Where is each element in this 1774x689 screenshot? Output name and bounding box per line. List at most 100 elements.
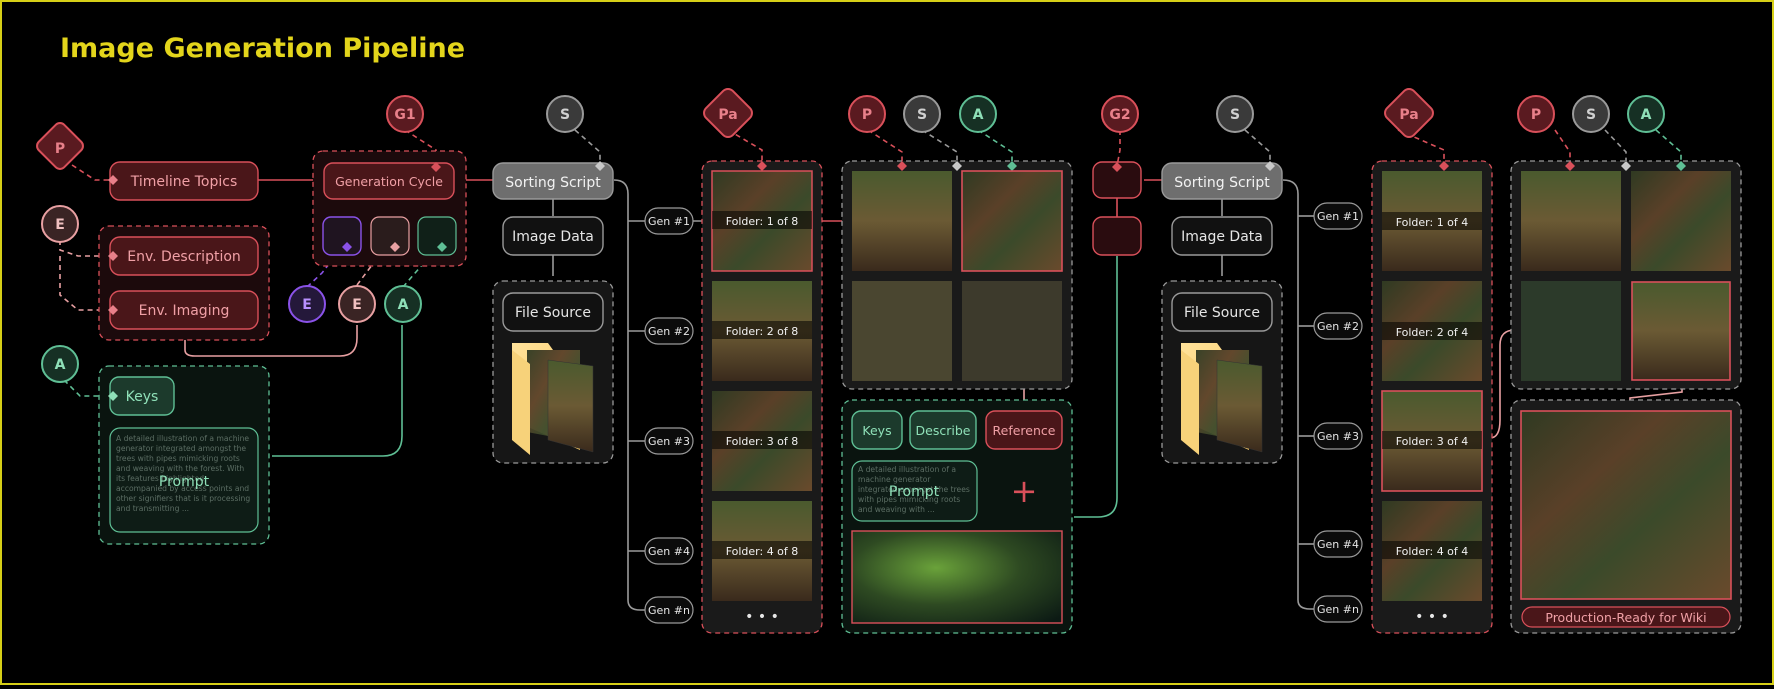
- generation-cycle-node[interactable]: Generation Cycle: [323, 162, 455, 200]
- folder-thumb-1of4[interactable]: Folder: 1 of 4: [1382, 171, 1482, 271]
- folder-thumb-4of4[interactable]: Folder: 4 of 4: [1382, 501, 1482, 601]
- env-description-node[interactable]: Env. Description: [108, 236, 259, 276]
- variant-thumb-1[interactable]: [852, 171, 952, 271]
- file-source-node-2[interactable]: File Source: [1171, 292, 1273, 332]
- svg-text:Folder: 2 of 4: Folder: 2 of 4: [1396, 326, 1469, 339]
- prompt-node[interactable]: A detailed illustration of a machine gen…: [109, 427, 259, 533]
- svg-text:S: S: [1230, 107, 1240, 123]
- folder-thumb-2of4[interactable]: Folder: 2 of 4: [1382, 281, 1482, 381]
- svg-text:Pa: Pa: [1399, 107, 1418, 123]
- panel-to-g2-connector: [1074, 256, 1118, 518]
- cycle-slot-purple[interactable]: [322, 216, 362, 256]
- svg-text:Gen #1: Gen #1: [648, 215, 690, 228]
- mid-reference-button[interactable]: Reference: [985, 410, 1063, 450]
- env-to-e-connector: [184, 325, 358, 357]
- keys-label: Keys: [126, 389, 159, 405]
- folder-thumb-3of4[interactable]: Folder: 3 of 4: [1381, 390, 1483, 492]
- gen-2-pill[interactable]: [644, 317, 694, 345]
- sorting-script-node-2[interactable]: Sorting Script: [1161, 161, 1283, 200]
- folder-thumb-3of8[interactable]: Folder: 3 of 8: [712, 391, 812, 491]
- svg-text:Describe: Describe: [916, 423, 971, 438]
- final-variant-2[interactable]: [1631, 171, 1731, 271]
- image-data-label-1: Image Data: [512, 229, 594, 245]
- s-badge-2: S: [1216, 95, 1254, 133]
- sorting-script-label-2: Sorting Script: [1174, 175, 1270, 191]
- cycle-slot-pink[interactable]: [370, 216, 410, 256]
- svg-text:S: S: [560, 107, 570, 123]
- a-badge: A: [41, 345, 79, 383]
- timeline-topics-node[interactable]: Timeline Topics: [108, 161, 259, 201]
- svg-text:Folder: 4 of 8: Folder: 4 of 8: [726, 545, 799, 558]
- svg-text:A: A: [973, 107, 984, 123]
- svg-text:P: P: [55, 141, 65, 157]
- gen-1-pill[interactable]: [644, 207, 694, 235]
- variant-thumb-3[interactable]: [852, 281, 952, 381]
- mid-prompt-text: A detailed illustration of a machine gen…: [858, 465, 970, 514]
- svg-text:G2: G2: [1109, 107, 1130, 123]
- sorting-script-node-1[interactable]: Sorting Script: [492, 161, 614, 200]
- more-folders-1: • • •: [745, 609, 779, 625]
- gen-3-pill[interactable]: [644, 427, 694, 455]
- svg-text:P: P: [862, 107, 872, 123]
- keys-node[interactable]: Keys: [108, 376, 175, 416]
- gen-n-pill[interactable]: [644, 596, 694, 624]
- final-variant-selected[interactable]: [1631, 281, 1731, 381]
- gen-3-pill-2[interactable]: [1313, 422, 1363, 450]
- gen-1-pill-2[interactable]: [1313, 202, 1363, 230]
- gen-4-pill[interactable]: [644, 537, 694, 565]
- gen-n-pill-2[interactable]: [1313, 595, 1363, 623]
- svg-text:Gen #2: Gen #2: [1317, 320, 1359, 333]
- folder-thumb-4of8[interactable]: Folder: 4 of 8: [712, 501, 812, 601]
- g2-badge: G2: [1101, 95, 1139, 133]
- s-badge-right: S: [1572, 95, 1610, 133]
- g1-badge: G1: [386, 95, 424, 133]
- e-badge-pink: E: [338, 285, 376, 323]
- svg-text:S: S: [917, 107, 927, 123]
- env-imaging-node[interactable]: Env. Imaging: [108, 290, 259, 330]
- svg-text:P: P: [1531, 107, 1541, 123]
- svg-text:Reference: Reference: [993, 423, 1056, 438]
- image-data-node-1[interactable]: Image Data: [502, 216, 604, 256]
- image-data-node-2[interactable]: Image Data: [1171, 216, 1273, 256]
- variant-thumb-4[interactable]: [962, 281, 1062, 381]
- gen-2-pill-2[interactable]: [1313, 312, 1363, 340]
- folder3-to-grid-connector: [1481, 329, 1632, 439]
- generation-cycle-label: Generation Cycle: [335, 174, 443, 189]
- a-badge-mid: A: [959, 95, 997, 133]
- s-badge-1: S: [546, 95, 584, 133]
- page-title: Image Generation Pipeline: [60, 33, 465, 64]
- folder-thumb-2of8[interactable]: Folder: 2 of 8: [712, 281, 812, 381]
- svg-text:Folder: 3 of 4: Folder: 3 of 4: [1396, 435, 1469, 448]
- mid-keys-button[interactable]: Keys: [851, 410, 903, 450]
- final-variant-1[interactable]: [1521, 171, 1621, 271]
- p-badge-mid: P: [848, 95, 886, 133]
- sorting-script-label-1: Sorting Script: [505, 175, 601, 191]
- svg-text:Folder: 3 of 8: Folder: 3 of 8: [726, 435, 799, 448]
- cycle-slot-green[interactable]: [417, 216, 457, 256]
- pa-badge-1: Pa: [703, 88, 753, 138]
- prompt-text: A detailed illustration of a machine gen…: [116, 434, 251, 513]
- file-source-node-1[interactable]: File Source: [502, 292, 604, 332]
- file-source-label-1: File Source: [515, 305, 591, 321]
- svg-text:Gen #4: Gen #4: [1317, 538, 1359, 551]
- mid-prompt-node[interactable]: A detailed illustration of a machine gen…: [851, 460, 978, 522]
- a-to-keys-connector: [63, 379, 113, 397]
- final-output-image[interactable]: [1520, 410, 1732, 600]
- variant-thumb-selected[interactable]: [961, 170, 1063, 272]
- prompt-to-a-connector: [272, 325, 403, 457]
- reference-output-image[interactable]: [851, 530, 1063, 624]
- mid-describe-button[interactable]: Describe: [909, 410, 977, 450]
- image-data-label-2: Image Data: [1181, 229, 1263, 245]
- gen-4-pill-2[interactable]: [1313, 530, 1363, 558]
- folder-icon-2: [1181, 343, 1263, 455]
- svg-text:A: A: [55, 357, 66, 373]
- final-variant-3[interactable]: [1521, 281, 1621, 381]
- purple-e-connector: [306, 246, 343, 288]
- svg-text:A: A: [398, 297, 409, 313]
- svg-text:E: E: [302, 297, 312, 313]
- svg-text:Pa: Pa: [718, 107, 737, 123]
- g2-cycle-slot-2[interactable]: [1092, 216, 1142, 256]
- folder-thumb-1of8[interactable]: Folder: 1 of 8: [711, 170, 813, 272]
- more-folders-2: • • •: [1415, 609, 1449, 625]
